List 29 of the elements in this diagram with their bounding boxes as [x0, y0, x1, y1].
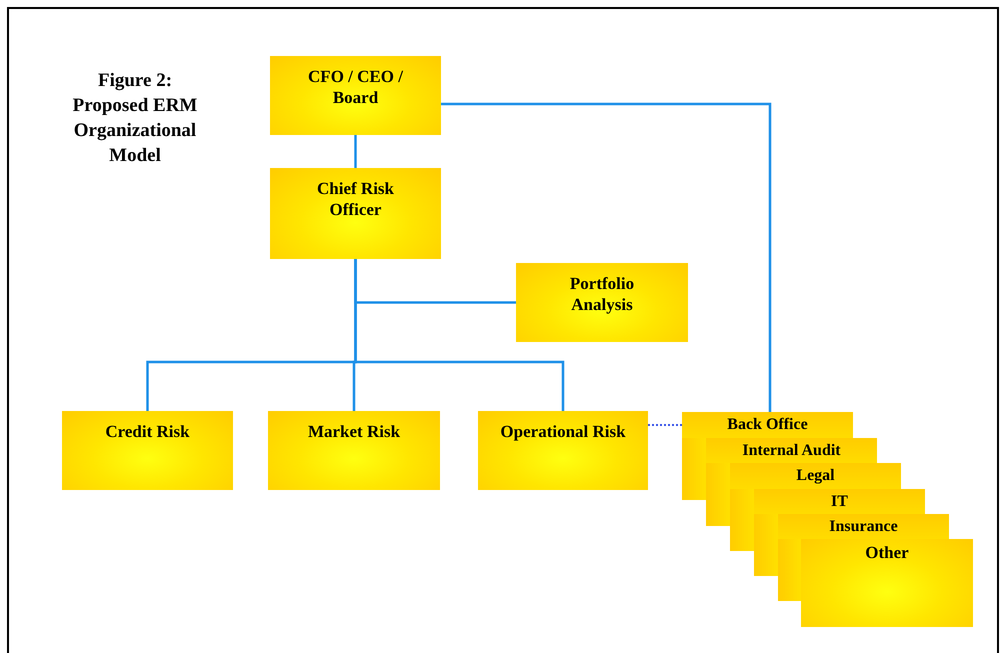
box-label: Insurance [828, 517, 899, 536]
org-box [270, 56, 441, 135]
org-box [270, 168, 441, 259]
org-box [801, 539, 973, 627]
box-label: IT [830, 492, 849, 511]
org-box [778, 514, 949, 539]
box-label: Legal [795, 466, 836, 485]
org-box [268, 411, 440, 490]
box-label: Credit Risk [104, 421, 191, 442]
connector-line [354, 259, 564, 411]
org-box [62, 411, 233, 490]
org-box [754, 489, 925, 514]
box-label: Chief Risk Officer [316, 178, 395, 220]
org-box [682, 412, 853, 438]
dotted-connector [648, 424, 682, 426]
box-label: Back Office [726, 415, 809, 434]
box-label: Operational Risk [499, 421, 627, 442]
org-box [516, 263, 688, 342]
connector-line [441, 102, 772, 412]
figure-title: Figure 2: Proposed ERM Organizational Model [72, 69, 198, 168]
connector-line [354, 135, 357, 168]
org-box [730, 463, 901, 489]
box-label: Internal Audit [741, 441, 842, 460]
org-box [706, 438, 877, 463]
org-box [478, 411, 648, 490]
box-label: Portfolio Analysis [568, 273, 636, 315]
box-label: CFO / CEO / Board [307, 66, 404, 108]
box-label: Market Risk [306, 421, 402, 442]
box-label: Other [864, 542, 910, 563]
